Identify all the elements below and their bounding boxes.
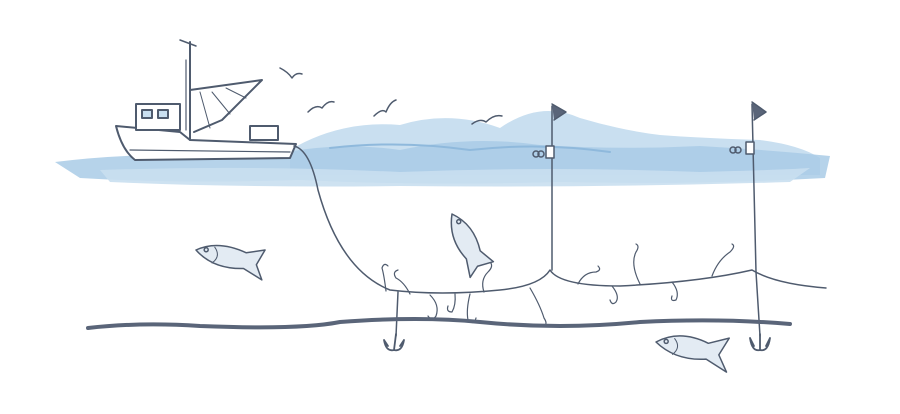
hook-icon	[446, 293, 456, 313]
hook-icon	[577, 265, 601, 285]
longline-mainline	[293, 145, 827, 294]
bird-icon	[471, 114, 503, 125]
bird-icon	[373, 99, 397, 117]
hook-icon	[381, 263, 389, 292]
hook-icon	[711, 243, 735, 277]
fish-icon	[450, 213, 495, 279]
hook-icon	[609, 285, 618, 305]
fish-icon	[195, 244, 266, 281]
anchor-icon	[749, 333, 771, 352]
buoy-lines	[395, 103, 761, 337]
buoy-flag-icon	[729, 101, 767, 155]
hook-icon	[466, 293, 477, 324]
hook-icon	[670, 281, 678, 302]
hooks	[381, 243, 735, 327]
bird-icon	[279, 67, 303, 79]
fish-icon	[655, 335, 730, 373]
anchor-icon	[383, 333, 405, 352]
hook-icon	[482, 261, 493, 293]
hook-icon	[633, 243, 641, 285]
buoy-flag-icon	[532, 103, 567, 159]
boat-icon	[115, 39, 297, 161]
bird-icon	[307, 100, 335, 113]
hook-icon	[393, 269, 411, 295]
hook-icon	[529, 287, 547, 327]
hook-icon	[427, 294, 438, 320]
water-highlight	[329, 143, 611, 153]
sea-surface	[55, 110, 830, 187]
seabed	[86, 317, 792, 330]
water-front	[100, 167, 810, 187]
birds	[279, 67, 503, 125]
